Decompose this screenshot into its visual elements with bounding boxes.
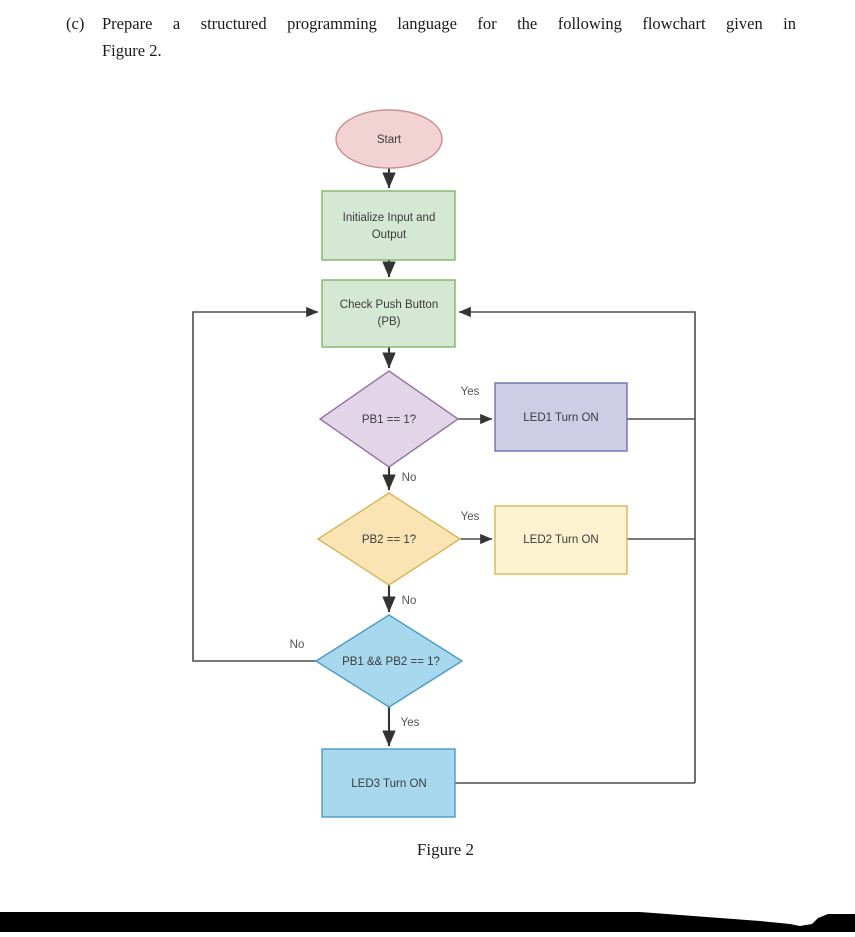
node-decision-pb2[interactable]: PB2 == 1? — [316, 492, 462, 586]
node-decision-pb1-label: PB1 == 1? — [362, 414, 416, 426]
node-check-push-button-label-line2: (PB) — [378, 316, 401, 328]
node-initialize-io-label-line2: Output — [372, 229, 407, 241]
edge-pb1pb2-no-loop-to-check — [192, 306, 319, 662]
node-initialize-io-label-line1: Initialize Input and — [343, 212, 436, 224]
node-decision-pb1-and-pb2-label: PB1 && PB2 == 1? — [342, 656, 440, 668]
question-line-2: Figure 2. — [102, 41, 162, 60]
edge-label-pb2-yes: Yes — [461, 511, 480, 523]
edge-return-bus-to-check — [458, 306, 696, 783]
edge-label-pb1pb2-no: No — [290, 639, 305, 651]
node-initialize-io[interactable]: Initialize Input and Output — [321, 190, 456, 261]
flowchart-figure: Start Initialize Input and Output Check … — [0, 96, 855, 836]
node-led3-turn-on[interactable]: LED3 Turn ON — [321, 748, 456, 818]
question-line-1: Prepare a structured programming languag… — [102, 14, 796, 33]
check-push-button-rect-shape — [321, 279, 456, 348]
node-decision-pb2-label: PB2 == 1? — [362, 534, 416, 546]
node-start-label: Start — [377, 134, 402, 146]
question-text: Prepare a structured programming languag… — [102, 10, 796, 64]
decision-pb2-diamond-shape — [316, 492, 462, 586]
node-start[interactable]: Start — [335, 109, 443, 169]
edge-labels: Yes No Yes No No Yes — [290, 386, 480, 729]
node-decision-pb1-and-pb2[interactable]: PB1 && PB2 == 1? — [314, 614, 464, 708]
node-led2-turn-on-label: LED2 Turn ON — [523, 534, 598, 546]
node-check-push-button-label-line1: Check Push Button — [340, 299, 438, 311]
edge-label-pb1pb2-yes: Yes — [401, 717, 420, 729]
decision-pb1-diamond-shape — [318, 370, 460, 468]
figure-caption: Figure 2 — [0, 840, 855, 860]
edge-label-pb1-no: No — [402, 472, 417, 484]
node-decision-pb1[interactable]: PB1 == 1? — [318, 370, 460, 468]
decision-pb1-and-pb2-diamond-shape — [314, 614, 464, 708]
node-led3-turn-on-label: LED3 Turn ON — [351, 778, 426, 790]
node-check-push-button[interactable]: Check Push Button (PB) — [321, 279, 456, 348]
question-label: (c) — [66, 14, 85, 33]
led2-rect-shape — [494, 505, 628, 575]
node-led1-turn-on-label: LED1 Turn ON — [523, 412, 598, 424]
scan-bottom-edge — [0, 900, 855, 932]
flow-connectors — [192, 168, 696, 784]
edge-label-pb1-yes: Yes — [461, 386, 480, 398]
scan-edge-shape — [0, 912, 855, 932]
edge-label-pb2-no: No — [402, 595, 417, 607]
question-block: (c) Prepare a structured programming lan… — [66, 10, 796, 64]
led1-rect-shape — [494, 382, 628, 452]
start-ellipse-shape — [335, 109, 443, 169]
node-led2-turn-on[interactable]: LED2 Turn ON — [494, 505, 628, 575]
node-led1-turn-on[interactable]: LED1 Turn ON — [494, 382, 628, 452]
initialize-io-rect-shape — [321, 190, 456, 261]
figure-caption-text: Figure 2 — [416, 840, 475, 859]
led3-rect-shape — [321, 748, 456, 818]
